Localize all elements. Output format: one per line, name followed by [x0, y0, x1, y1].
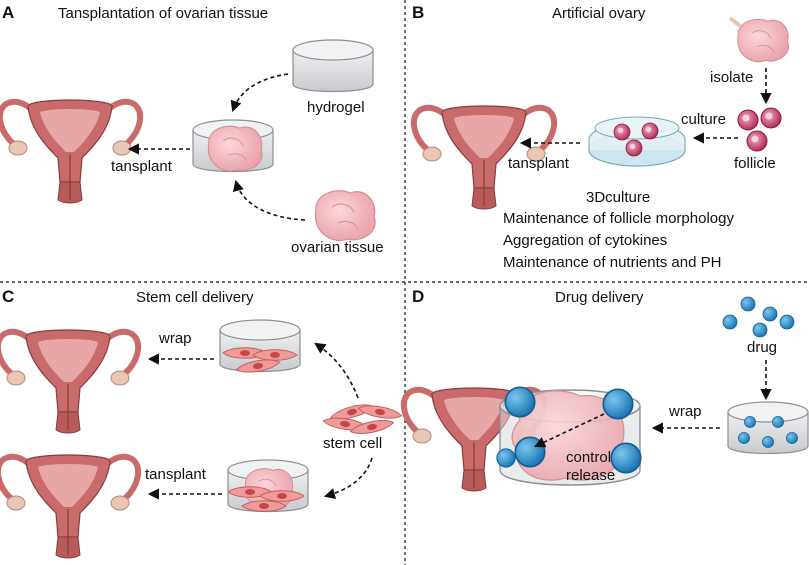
panel-c-title: Stem cell delivery: [136, 289, 254, 306]
panel-d-title: Drug delivery: [555, 289, 644, 306]
culture-dish-icon: [588, 116, 686, 167]
arrow-hydrogel-to-gel: [230, 73, 289, 113]
panel-a-letter: A: [2, 3, 14, 22]
panel-d: D Drug delivery drug wrap: [404, 287, 809, 491]
gel-with-ovary-drug-icon: [496, 386, 642, 486]
benefit-1: Maintenance of follicle morphology: [503, 210, 734, 227]
panel-a: A Tansplantation of ovarian tissue hydro…: [0, 3, 384, 256]
transplant-label-c: tansplant: [145, 466, 207, 483]
wrap-label-d: wrap: [668, 403, 702, 420]
drug-label: drug: [747, 339, 777, 356]
panel-b-title: Artificial ovary: [552, 5, 646, 22]
panel-c-letter: C: [2, 287, 14, 306]
control-release-label-1: control: [566, 449, 611, 466]
arrow-cells-to-bottom-gel: [323, 457, 373, 500]
stem-cell-label: stem cell: [323, 435, 382, 452]
uterus-icon-bottom: [0, 455, 138, 558]
panel-b-letter: B: [412, 3, 424, 22]
3dculture-label: 3Dculture: [586, 189, 650, 206]
ovary-stalk: [728, 16, 742, 28]
transplant-label-a: tansplant: [111, 158, 173, 175]
uterus-icon: [0, 100, 140, 203]
culture-label: culture: [681, 111, 726, 128]
ovarian-tissue-icon: [314, 190, 376, 242]
transplant-label-b: tansplant: [508, 155, 570, 172]
isolate-label: isolate: [710, 69, 753, 86]
ovarian-tissue-label: ovarian tissue: [291, 239, 384, 256]
control-release-label-2: release: [566, 467, 615, 484]
benefit-2: Aggregation of cytokines: [503, 232, 667, 249]
follicles-icon: [737, 107, 782, 152]
gel-with-tissue-icon: [192, 119, 274, 173]
wrap-label-c: wrap: [158, 330, 192, 347]
gel-with-cells-top: [219, 319, 301, 376]
gel-with-drug-icon: [727, 401, 809, 455]
panel-d-letter: D: [412, 287, 424, 306]
panel-b: B Artificial ovary isolate culture folli…: [412, 3, 790, 271]
uterus-icon-top: [0, 330, 138, 433]
hydrogel-icon: [292, 39, 374, 93]
benefit-3: Maintenance of nutrients and PH: [503, 254, 721, 271]
ovary-icon: [737, 18, 790, 63]
hydrogel-label: hydrogel: [307, 99, 365, 116]
drug-particles-icon: [722, 296, 795, 338]
arrow-tissue-to-gel: [232, 179, 306, 221]
panel-a-title: Tansplantation of ovarian tissue: [58, 5, 268, 22]
gel-with-tissue-cells-bottom: [227, 459, 309, 513]
panel-c: C Stem cell delivery stem cell: [0, 287, 404, 558]
arrow-cells-to-top-gel: [314, 342, 359, 399]
stem-cells-icon: [321, 400, 404, 438]
follicle-label: follicle: [734, 155, 776, 172]
